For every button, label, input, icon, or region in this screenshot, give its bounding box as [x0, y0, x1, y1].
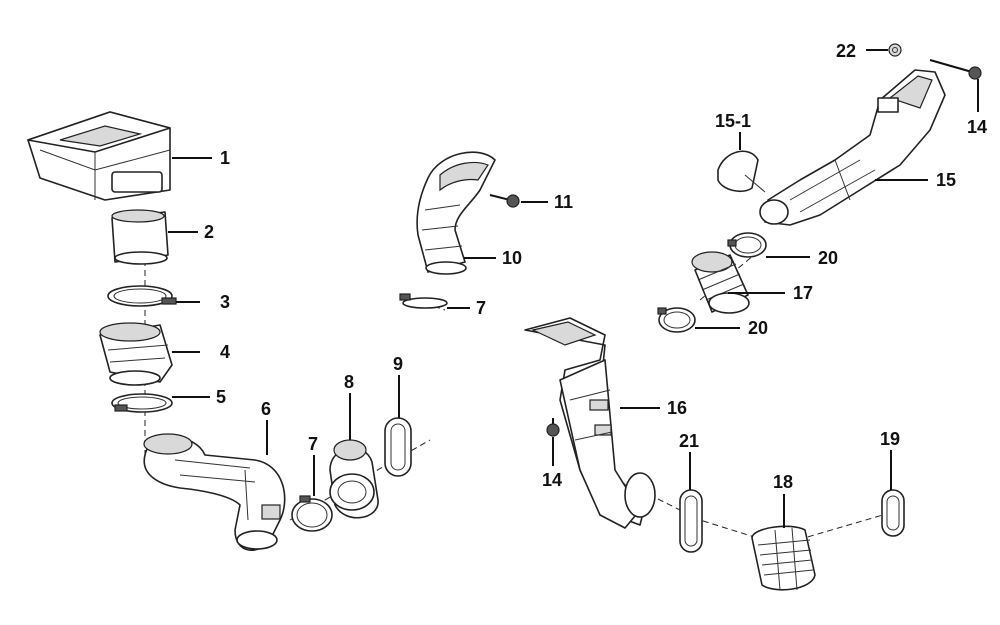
- callout-labels: 1 2 3 4 5 6 7 8 9 10 11 7 15-1 22 14 15 …: [204, 41, 987, 492]
- callout-22: 22: [836, 41, 856, 61]
- callout-19: 19: [880, 429, 900, 449]
- part-19-gasket: [881, 489, 905, 537]
- callout-4: 4: [220, 342, 230, 362]
- callout-3: 3: [220, 292, 230, 312]
- callout-21: 21: [679, 431, 699, 451]
- part-21-gasket: [679, 489, 703, 553]
- part-8-coupler: [329, 439, 379, 519]
- callout-15: 15: [936, 170, 956, 190]
- callout-17: 17: [793, 283, 813, 303]
- callout-6: 6: [261, 399, 271, 419]
- part-11-bolt: [489, 194, 520, 208]
- part-7-clamp-upper: [399, 293, 448, 309]
- part-17-bellows-coupler: [691, 251, 750, 314]
- part-20-clamp-lower: [657, 307, 696, 333]
- part-15-1-filter: [717, 150, 766, 193]
- callout-2: 2: [204, 222, 214, 242]
- part-2-duct-adapter: [111, 209, 169, 265]
- part-14-bolt-lower: [546, 418, 560, 437]
- callout-14-lower: 14: [542, 470, 562, 490]
- callout-8: 8: [344, 372, 354, 392]
- part-14-bolt-top: [929, 59, 982, 80]
- callout-14-top: 14: [967, 117, 987, 137]
- part-4-boot: [99, 322, 173, 386]
- callout-10: 10: [502, 248, 522, 268]
- part-16-main-duct: [524, 317, 656, 529]
- callout-9: 9: [393, 354, 403, 374]
- callout-5: 5: [216, 387, 226, 407]
- part-7-clamp-lower: [291, 495, 333, 532]
- part-6-elbow-duct: [143, 433, 286, 552]
- leader-lines: [168, 49, 979, 528]
- part-15-intake-snorkel: [759, 69, 946, 226]
- callout-16: 16: [667, 398, 687, 418]
- callout-11: 11: [554, 192, 573, 212]
- part-9-gasket: [384, 417, 412, 477]
- callout-7-lower: 7: [308, 434, 318, 454]
- callout-20-lower: 20: [748, 318, 768, 338]
- part-3-clamp: [107, 285, 177, 307]
- callout-15-1: 15-1: [715, 111, 751, 131]
- part-1-air-box: [27, 111, 171, 201]
- part-22-washer: [888, 43, 902, 57]
- callout-1: 1: [220, 148, 230, 168]
- callout-20-upper: 20: [818, 248, 838, 268]
- part-20-clamp-upper: [727, 232, 767, 258]
- callout-18: 18: [773, 472, 793, 492]
- part-18-filter: [751, 525, 816, 591]
- part-10-upper-duct: [416, 151, 496, 275]
- part-5-clamp: [111, 393, 173, 413]
- callout-7-upper: 7: [476, 298, 486, 318]
